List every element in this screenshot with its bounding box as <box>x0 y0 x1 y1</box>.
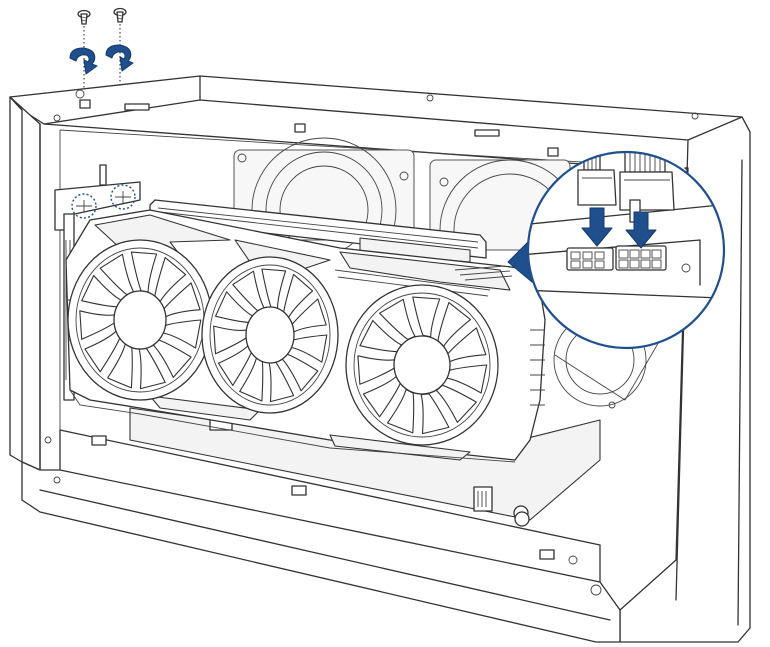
screw-step <box>69 7 134 88</box>
screw-icon <box>113 7 127 23</box>
fan-blade <box>107 343 133 389</box>
enclosure-left-wall <box>9 96 41 471</box>
enclosure-bottom-rail <box>21 461 621 643</box>
fan-blade <box>163 282 201 318</box>
pcie-socket-8pin <box>615 245 667 271</box>
fan-blade <box>447 327 487 363</box>
clockwise-arrow-icon <box>105 44 134 72</box>
gpu-fan-3 <box>345 284 499 446</box>
fan-blade <box>79 310 115 340</box>
fan-blade <box>214 291 253 323</box>
screw-hole-highlight-left <box>71 193 97 219</box>
fan-blade <box>359 319 402 353</box>
fan-blade <box>217 345 252 386</box>
callout-ring <box>526 150 726 350</box>
fan-blade <box>152 339 192 378</box>
fan-blade <box>379 298 416 340</box>
fan-blade <box>386 388 415 434</box>
fan-blade <box>138 347 166 390</box>
fan-blade <box>99 253 135 296</box>
graphics-card <box>65 199 546 463</box>
fan-blade <box>84 330 121 373</box>
fan-blade <box>239 357 264 402</box>
fan-blade <box>162 319 202 349</box>
fan-blade <box>437 302 472 347</box>
fan-blade <box>261 268 287 309</box>
fan-blade <box>281 353 319 392</box>
fan-blade <box>291 298 327 333</box>
fan-blade <box>268 361 295 403</box>
power-connector-callout <box>507 150 726 350</box>
fan-blade <box>420 393 450 435</box>
fan-blade <box>290 334 328 363</box>
fan-blade <box>130 251 158 293</box>
gpu-fan-1 <box>67 239 213 401</box>
screw-hole-highlight-right <box>110 184 136 210</box>
clockwise-arrow-icon <box>69 47 98 75</box>
fan-blade <box>154 257 187 303</box>
fan-blade <box>213 325 247 355</box>
down-arrow-icon <box>625 211 657 249</box>
fan-blade <box>357 355 395 385</box>
fan-blade <box>232 270 265 312</box>
screw-icon <box>77 9 91 25</box>
fan-blade <box>81 274 122 308</box>
pcie-power-plug-8pin <box>619 152 675 223</box>
fan-blade <box>412 296 441 338</box>
gpu-fan-2 <box>201 256 339 414</box>
down-arrow-icon <box>581 207 613 247</box>
fan-blade <box>283 273 314 318</box>
pcie-socket-6pin <box>566 247 614 271</box>
fan-blade <box>446 364 488 394</box>
header-connector <box>473 486 493 512</box>
fan-blade <box>362 375 401 418</box>
fan-blade <box>435 384 477 423</box>
